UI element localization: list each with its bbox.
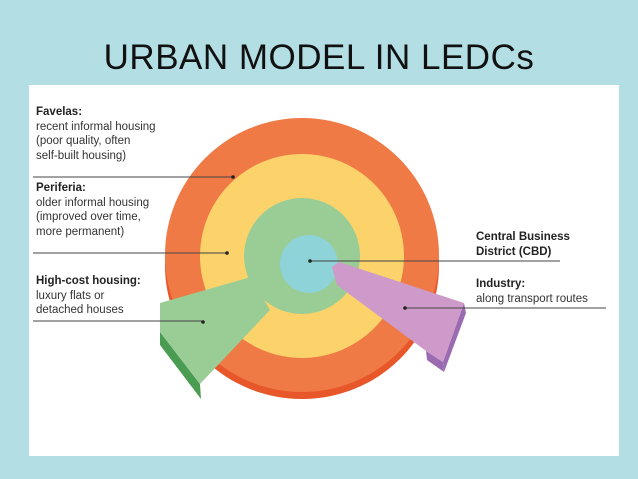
favelas-label: Favelas: recent informal housing (poor q… — [36, 105, 156, 163]
industry-heading: Industry: — [476, 278, 526, 290]
cbd-label: Central Business District (CBD) — [476, 230, 570, 259]
industry-marker — [403, 306, 407, 310]
periferia-marker — [225, 251, 229, 255]
industry-sector-side-bottom — [426, 351, 444, 372]
favelas-marker — [231, 175, 235, 179]
cbd-circle — [280, 235, 338, 293]
cbd-marker — [308, 259, 312, 263]
favelas-description: recent informal housing (poor quality, o… — [36, 120, 156, 162]
industry-sector — [332, 262, 464, 362]
industry-label: Industry: along transport routes — [476, 277, 588, 306]
urban-model-diagram — [33, 118, 606, 399]
high-cost-description: luxury flats or detached houses — [36, 289, 124, 317]
high-cost-marker — [201, 320, 205, 324]
cbd-heading: Central Business District (CBD) — [476, 231, 570, 258]
slide-title: URBAN MODEL IN LEDCs — [103, 38, 535, 77]
periferia-label: Periferia: older informal housing (impro… — [36, 181, 149, 239]
periferia-heading: Periferia: — [36, 182, 86, 194]
periferia-description: older informal housing (improved over ti… — [36, 196, 150, 238]
favelas-heading: Favelas: — [36, 106, 83, 118]
diagram-panel: Favelas: recent informal housing (poor q… — [29, 85, 619, 456]
high-cost-heading: High-cost housing: — [36, 275, 141, 287]
high-cost-label: High-cost housing: luxury flats or detac… — [36, 274, 141, 318]
high-cost-sector — [160, 277, 270, 384]
high-cost-sector-side — [160, 332, 201, 399]
industry-description: along transport routes — [476, 292, 588, 305]
industry-sector-side — [443, 303, 466, 372]
